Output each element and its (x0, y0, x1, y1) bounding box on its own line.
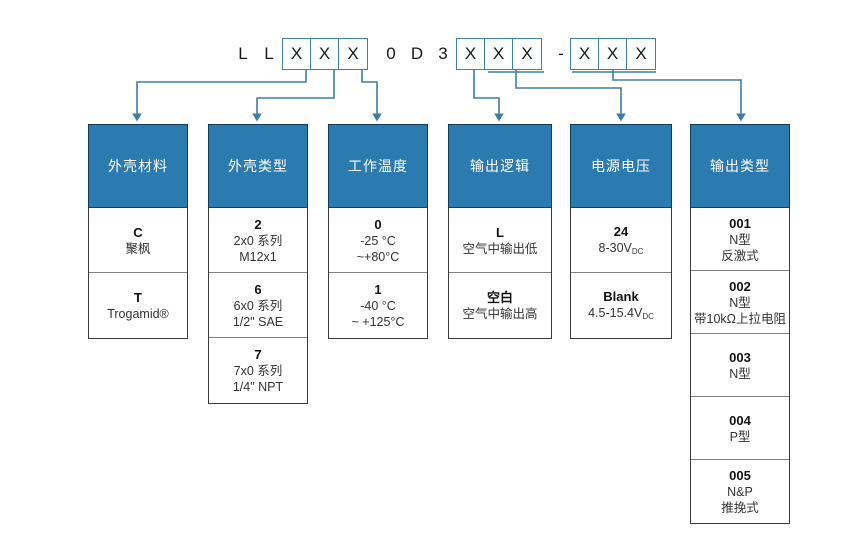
option-code: 0 (374, 216, 382, 232)
column-header-housing-type: 外壳类型 (208, 124, 308, 208)
option-code: C (133, 224, 143, 240)
option-cell[interactable]: T Trogamid® (89, 273, 187, 338)
part-number-variable-cell[interactable]: X (347, 44, 359, 63)
column-body-operating-temperature: 0-25 °C~+80°C 1 -40 °C ~ +125°C (328, 208, 428, 339)
part-number-variable-cell[interactable]: X (457, 39, 485, 69)
option-description-line: Trogamid® (107, 307, 169, 321)
column-header-operating-temperature: 工作温度 (328, 124, 428, 208)
option-description-line: ~+80°C (356, 249, 400, 264)
option-code: 003 (729, 349, 751, 365)
column-header-housing-material: 外壳材料 (88, 124, 188, 208)
option-description-line: 1/4" NPT (232, 380, 284, 394)
option-description-line: 空气中输出低 (462, 241, 538, 256)
option-cell[interactable]: 0-25 °C~+80°C (329, 208, 427, 273)
option-code: 24 (613, 223, 629, 239)
option-cell[interactable]: Blank 4.5-15.4VDC (571, 273, 671, 338)
option-cell[interactable]: 7 7x0 系列 1/4" NPT (209, 338, 307, 403)
option-description-line: N型 (729, 295, 751, 310)
part-number-separator: - (558, 44, 564, 63)
option-description-line: 2x0 系列 (233, 233, 283, 248)
column-header-output-type: 输出类型 (690, 124, 790, 208)
part-number-char: L (238, 44, 248, 63)
option-description-line: N&P (727, 485, 753, 499)
part-number-char: L (264, 44, 274, 63)
option-description-line: 8-30VDC (598, 240, 644, 256)
option-code: 004 (729, 412, 751, 428)
option-description-line: 6x0 系列 (233, 298, 283, 313)
option-code: 005 (729, 468, 751, 483)
part-number-variable-cell[interactable]: X (283, 39, 311, 69)
part-number-variable-cell[interactable]: X (311, 39, 339, 69)
option-description-line: 7x0 系列 (233, 364, 283, 378)
part-number-char: 0 (386, 44, 396, 63)
option-description-line: 反激式 (721, 248, 759, 263)
part-number-char: D (410, 44, 424, 63)
option-code: T (134, 290, 142, 305)
part-number-variable-cell[interactable]: X (485, 39, 513, 69)
option-code: 1 (374, 282, 382, 297)
column-header-supply-voltage: 电源电压 (570, 124, 672, 208)
option-code: 002 (729, 278, 751, 294)
column-header-output-logic: 输出逻辑 (448, 124, 552, 208)
option-description-line: 聚枫 (125, 241, 151, 256)
option-description-line: 带10kΩ上拉电阻 (694, 311, 786, 326)
option-code: 6 (254, 281, 262, 297)
option-description-line: N型 (729, 366, 751, 381)
option-description-line: N型 (729, 232, 751, 247)
option-cell[interactable]: 1 -40 °C ~ +125°C (329, 273, 427, 338)
option-code: 001 (729, 215, 751, 231)
part-number-variable-cell[interactable]: X (521, 44, 533, 63)
option-description-line: P型 (729, 429, 751, 444)
part-number-variable-cell[interactable]: X (635, 44, 647, 63)
option-code: 7 (254, 347, 262, 362)
option-code: L (496, 224, 504, 240)
option-description-line: -25 °C (360, 233, 396, 248)
option-description-line: 4.5-15.4VDC (588, 306, 654, 321)
part-number-variable-cell[interactable]: X (571, 39, 599, 69)
option-description-line: 1/2" SAE (232, 314, 284, 329)
option-description-line: 推挽式 (721, 501, 759, 515)
option-description-line: M12x1 (239, 249, 277, 264)
part-number-char: 3 (438, 44, 448, 63)
option-code: 2 (254, 216, 262, 232)
option-description-line: -40 °C (360, 299, 396, 313)
part-number-variable-cell[interactable]: X (599, 39, 627, 69)
option-code: Blank (603, 289, 639, 304)
option-description-line: 空气中输出高 (462, 307, 538, 321)
option-description-line: ~ +125°C (351, 315, 405, 329)
option-cell[interactable]: 空白空气中输出高 (449, 273, 551, 338)
option-code: 空白 (486, 290, 513, 305)
